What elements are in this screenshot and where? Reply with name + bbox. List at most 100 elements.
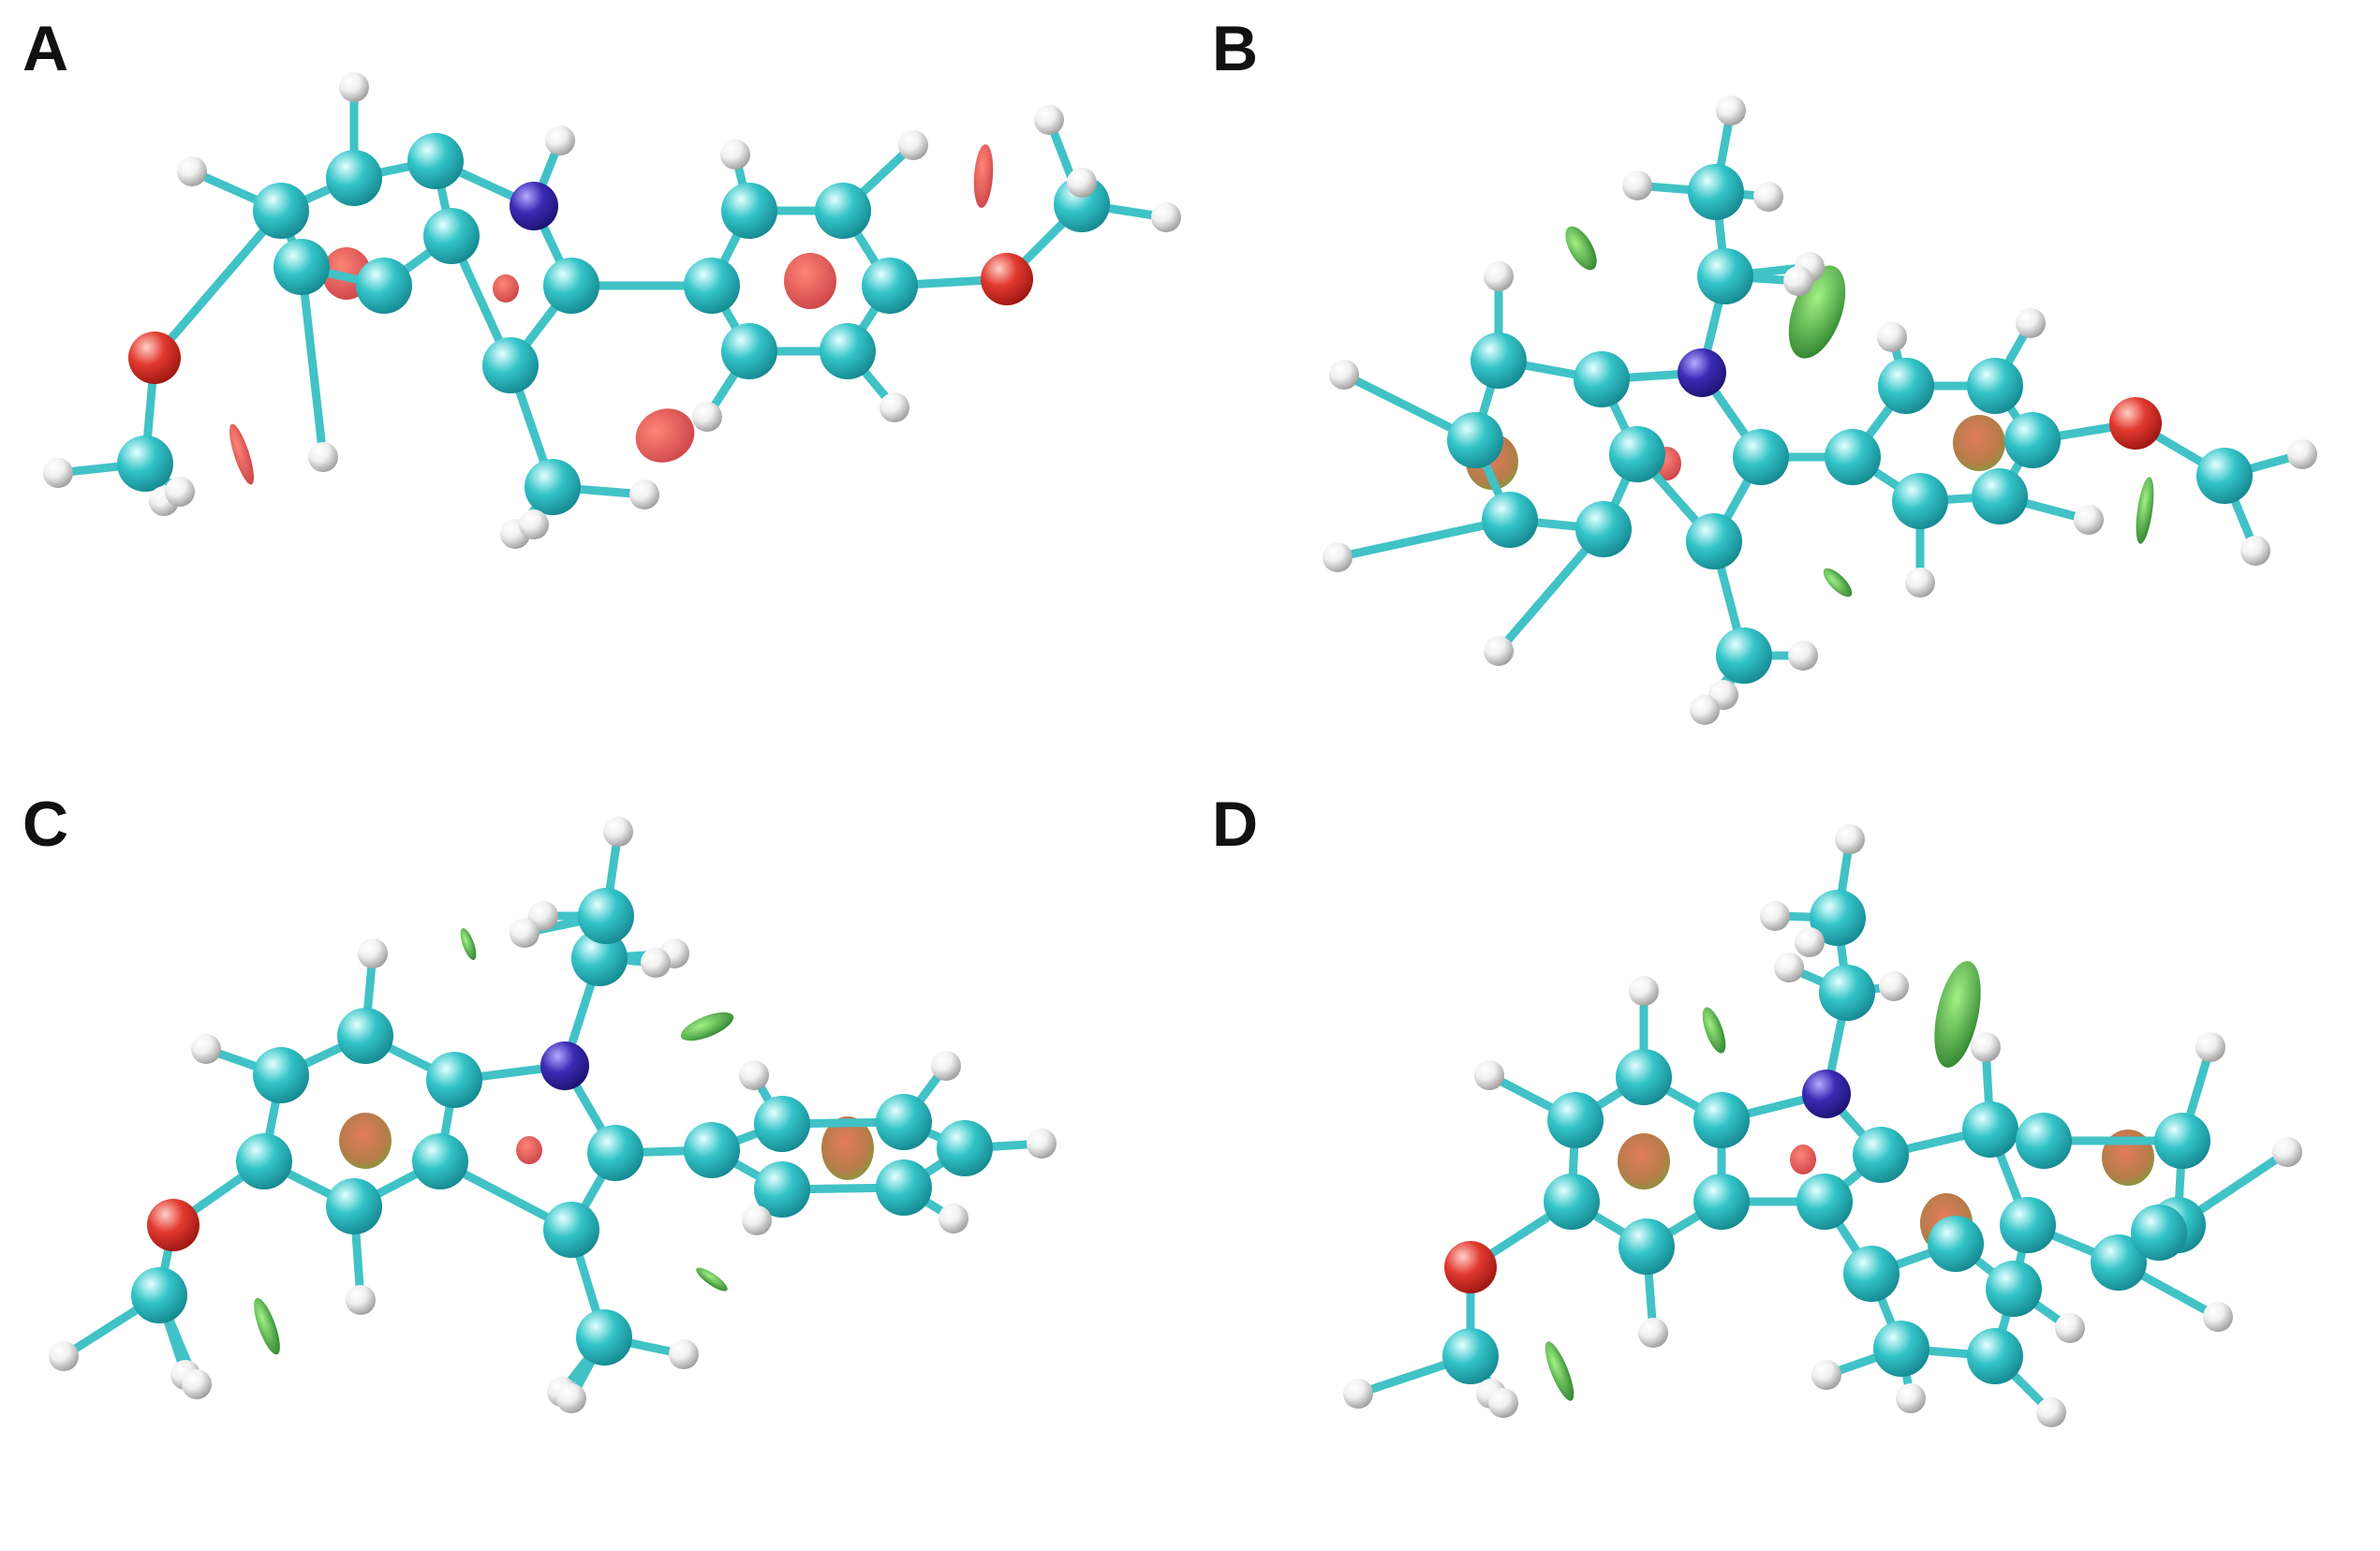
panel-b: B: [1190, 0, 2379, 776]
carbon-atom: [815, 183, 871, 239]
hydrogen-atom: [43, 458, 73, 488]
nitrogen-atom: [540, 1041, 589, 1090]
hydrogen-atom: [1905, 568, 1935, 598]
hydrogen-atom: [545, 126, 575, 155]
carbon-atom: [2196, 448, 2253, 504]
hydrogen-atom: [2036, 1397, 2066, 1427]
carbon-atom: [1693, 1174, 1750, 1230]
interaction-isosurface: [254, 1297, 280, 1355]
hydrogen-atom: [346, 1285, 376, 1315]
hydrogen-atom: [1753, 182, 1783, 212]
carbon-atom: [253, 1047, 309, 1103]
atoms: [1343, 824, 2302, 1427]
hydrogen-atom: [629, 480, 659, 510]
hydrogen-atom: [1067, 168, 1097, 198]
molecule-b: [1323, 96, 2317, 725]
carbon-atom: [1967, 358, 2023, 414]
carbon-atom: [131, 1267, 187, 1323]
hydrogen-atom: [1027, 1129, 1057, 1159]
carbon-atom: [820, 323, 876, 379]
interaction-isosurface: [1823, 568, 1853, 598]
hydrogen-atom: [1835, 824, 1865, 854]
carbon-atom: [1471, 332, 1527, 389]
hydrogen-atom: [339, 72, 369, 102]
hydrogen-atom: [880, 392, 909, 422]
ring-isosurface: [635, 408, 695, 463]
panel-label-c: C: [22, 789, 69, 860]
carbon-atom: [1873, 1321, 1929, 1377]
hydrogen-atom: [641, 948, 671, 978]
isosurfaces: [229, 144, 994, 485]
hydrogen-atom: [739, 1060, 769, 1090]
hydrogen-atom: [1484, 636, 1514, 666]
carbon-atom: [1853, 1127, 1909, 1183]
hydrogen-atom: [1151, 202, 1181, 232]
interaction-isosurface: [1702, 1007, 1726, 1054]
hydrogen-atom: [165, 477, 195, 507]
carbon-atom: [326, 150, 382, 206]
carbon-atom: [117, 436, 173, 492]
hydrogen-atom: [2287, 439, 2317, 469]
carbon-atom: [937, 1120, 993, 1176]
hydrogen-atom: [1690, 695, 1720, 725]
carbon-atom: [1482, 492, 1538, 548]
hydrogen-atom: [2016, 308, 2046, 338]
panel-label-a: A: [22, 13, 69, 84]
interaction-isosurface: [1565, 226, 1597, 271]
carbon-atom: [1574, 351, 1630, 407]
carbon-atom: [1967, 1328, 2023, 1384]
carbon-atom: [2000, 1197, 2056, 1253]
carbon-atom: [876, 1160, 932, 1216]
hydrogen-atom: [2240, 536, 2270, 566]
hydrogen-atom: [2195, 1032, 2225, 1062]
hydrogen-atom: [1783, 266, 1813, 296]
hydrogen-atom: [1760, 901, 1790, 931]
carbon-atom: [337, 1008, 393, 1064]
carbon-atom: [1819, 965, 1875, 1021]
interaction-isosurface: [680, 1012, 734, 1041]
carbon-atom: [543, 1202, 599, 1258]
molecule-a: [43, 72, 1181, 549]
oxygen-atom: [147, 1199, 200, 1251]
hydrogen-atom: [931, 1051, 961, 1081]
hydrogen-atom: [1488, 1388, 1518, 1418]
hydrogen-atom: [1474, 1060, 1504, 1090]
carbon-atom: [1962, 1101, 2018, 1158]
hydrogen-atom: [1484, 261, 1514, 291]
carbon-atom: [1688, 164, 1744, 220]
hydrogen-atom: [720, 140, 750, 170]
ring-isosurface: [493, 274, 519, 303]
carbon-atom: [754, 1161, 810, 1218]
atoms: [43, 72, 1181, 549]
carbon-atom: [1544, 1174, 1600, 1230]
ring-isosurface: [973, 144, 994, 208]
carbon-atom: [876, 1094, 932, 1150]
carbon-atom: [754, 1096, 810, 1152]
carbon-atom: [721, 323, 777, 379]
hydrogen-atom: [898, 130, 928, 160]
panel-label-d: D: [1212, 789, 1259, 860]
atoms: [49, 817, 1057, 1413]
hydrogen-atom: [603, 817, 633, 847]
carbon-atom: [684, 1122, 740, 1178]
hydrogen-atom: [742, 1205, 772, 1235]
bond: [297, 262, 328, 462]
carbon-atom: [1810, 890, 1866, 946]
hydrogen-atom: [1716, 96, 1746, 126]
hydrogen-atom: [1971, 1032, 2001, 1062]
bond: [1333, 515, 1515, 562]
hydrogen-atom: [2203, 1302, 2233, 1332]
carbon-atom: [1575, 501, 1632, 557]
carbon-atom: [326, 1178, 382, 1234]
hydrogen-atom: [2272, 1137, 2302, 1167]
ring-isosurface: [516, 1136, 542, 1164]
hydrogen-atom: [49, 1341, 79, 1371]
ring-isosurface: [821, 1116, 874, 1180]
carbon-atom: [587, 1125, 643, 1181]
hydrogen-atom: [308, 442, 338, 472]
carbon-atom: [253, 183, 309, 239]
ring-isosurface: [784, 253, 836, 309]
oxygen-atom: [128, 332, 181, 384]
carbon-atom: [1892, 473, 1948, 529]
hydrogen-atom: [556, 1383, 586, 1413]
